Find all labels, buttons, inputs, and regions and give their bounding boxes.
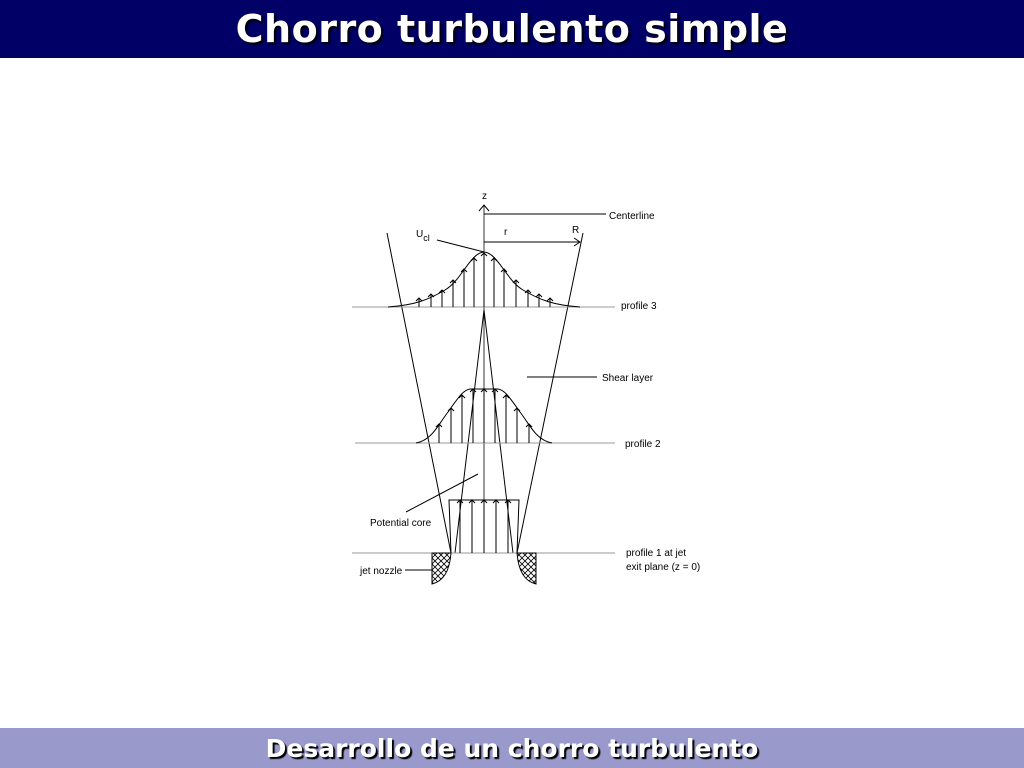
profile2-velocity-arrows (435, 388, 533, 443)
ucl-label: Ucl (416, 229, 430, 243)
slide-title: Chorro turbulento simple (235, 7, 789, 51)
profile3-velocity-arrows (415, 252, 554, 307)
shear-layer-label: Shear layer (602, 373, 654, 384)
jet-boundary-right (516, 232, 584, 554)
jet-nozzle-right-lip (516, 552, 537, 585)
potential-core-label: Potential core (370, 518, 432, 529)
ucl-leader (436, 239, 485, 253)
radius-arrow (484, 237, 581, 247)
jet-boundary-left (386, 232, 452, 554)
centerline-label: Centerline (609, 211, 655, 222)
z-axis-label: z (482, 191, 487, 202)
title-bar: Chorro turbulento simple (0, 0, 1024, 58)
footer-bar: Desarrollo de un chorro turbulento (0, 728, 1024, 768)
potential-core-leader (405, 473, 479, 513)
profile1-velocity-arrows (456, 499, 512, 553)
profile1-label-line2: exit plane (z = 0) (626, 562, 700, 573)
profile2-label: profile 2 (625, 439, 661, 450)
slide-subtitle: Desarrollo de un chorro turbulento (265, 733, 759, 763)
potential-core-left (454, 309, 485, 554)
profile3-label: profile 3 (621, 301, 657, 312)
r-label: r (504, 227, 508, 238)
R-label: R (572, 225, 579, 236)
potential-core-right (483, 309, 514, 554)
jet-nozzle-left-lip (431, 552, 452, 585)
jet-nozzle-label: jet nozzle (359, 566, 403, 577)
profile1-label-line1: profile 1 at jet (626, 548, 686, 559)
